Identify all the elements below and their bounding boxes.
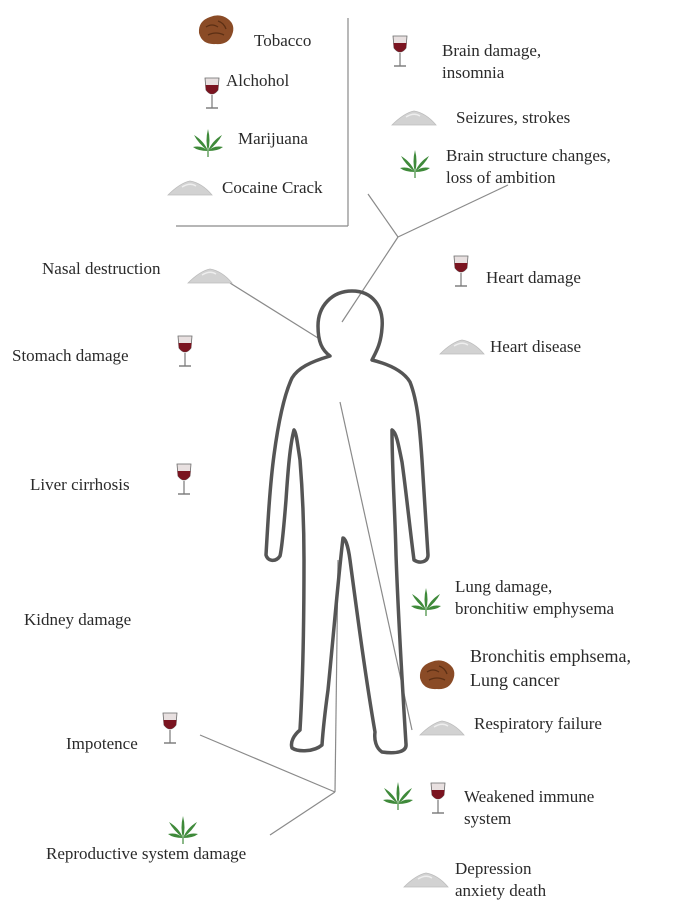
cannabis-leaf-icon — [193, 129, 223, 157]
cannabis-leaf-icon — [400, 150, 430, 178]
cannabis-leaf-icon — [411, 588, 441, 616]
wine-glass-icon — [177, 464, 191, 494]
human-body-outline — [266, 291, 428, 753]
wine-glass-icon — [163, 713, 177, 743]
tobacco-icon — [420, 660, 454, 689]
effect-kidney-damage: Kidney damage — [24, 609, 131, 631]
connector-lines — [200, 185, 508, 835]
powder-pile-icon — [420, 721, 464, 735]
wine-glass-icon — [178, 336, 192, 366]
powder-pile-icon — [404, 873, 448, 887]
wine-glass-icon — [454, 256, 468, 286]
effect-lung-cancer: Bronchitis emphsema,Lung cancer — [470, 644, 631, 692]
powder-pile-icon — [168, 181, 212, 195]
wine-glass-icon — [431, 783, 445, 813]
effect-respiratory-failure: Respiratory failure — [474, 713, 602, 735]
cannabis-leaf-icon — [168, 816, 198, 844]
cannabis-leaf-icon — [383, 782, 413, 810]
effect-nasal-destruction: Nasal destruction — [42, 258, 161, 280]
powder-pile-icon — [392, 111, 436, 125]
effect-impotence: Impotence — [66, 733, 138, 755]
legend-label-alcohol: Alchohol — [226, 70, 289, 92]
wine-glass-icon — [393, 36, 407, 66]
effect-seizures: Seizures, strokes — [456, 107, 570, 129]
powder-pile-icon — [188, 269, 232, 283]
tobacco-icon — [199, 15, 233, 44]
effect-heart-damage: Heart damage — [486, 267, 581, 289]
effect-brain-structure: Brain structure changes,loss of ambition — [446, 145, 611, 189]
effect-reproductive-damage: Reproductive system damage — [46, 843, 246, 865]
wine-glass-icon — [205, 78, 219, 108]
powder-pile-icon — [440, 340, 484, 354]
effect-brain-damage: Brain damage,insomnia — [442, 40, 541, 84]
effect-lung-damage: Lung damage,bronchitiw emphysema — [455, 576, 614, 620]
effect-stomach-damage: Stomach damage — [12, 345, 129, 367]
effect-heart-disease: Heart disease — [490, 336, 581, 358]
effect-liver-cirrhosis: Liver cirrhosis — [30, 474, 130, 496]
legend-label-tobacco: Tobacco — [254, 30, 311, 52]
legend-label-cocaine: Cocaine Crack — [222, 177, 323, 199]
legend-label-marijuana: Marijuana — [238, 128, 308, 150]
